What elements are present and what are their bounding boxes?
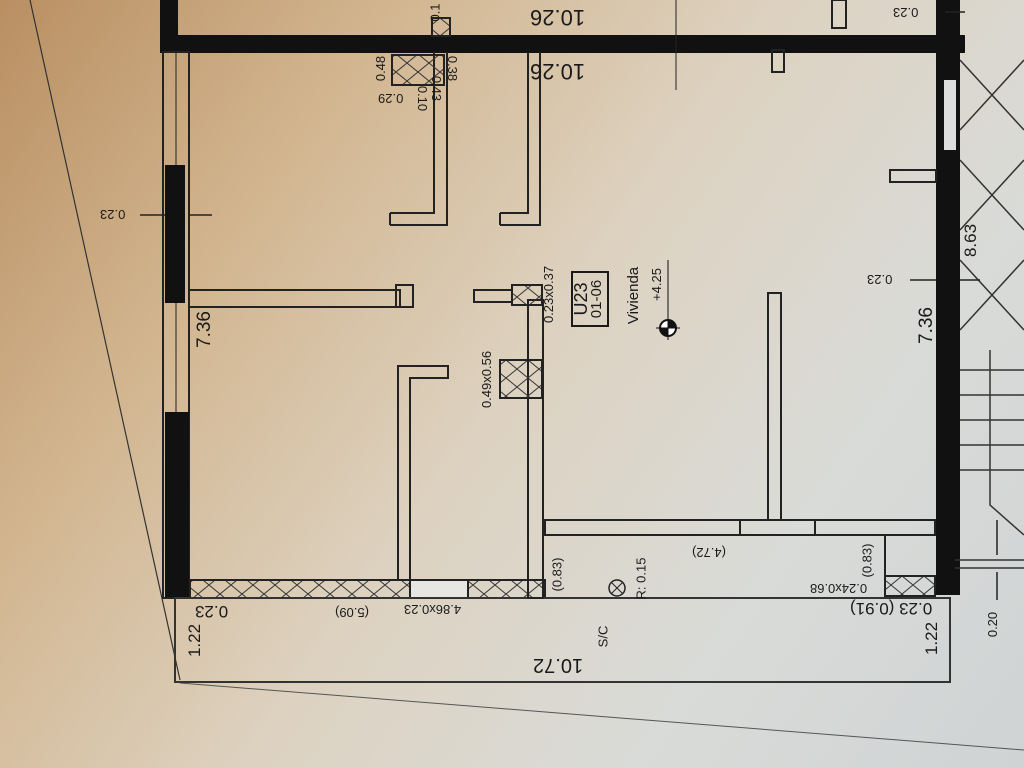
vent-left-size: 4.86x0.23 (404, 602, 462, 617)
radius-label: R: 0.15 (633, 557, 649, 600)
shaft-dim: 0.48 (373, 55, 389, 82)
dim-top-small: 0.1 (427, 3, 443, 22)
dim-122-left: 1.22 (185, 623, 205, 658)
shaft-dim: 0.38 (445, 55, 461, 82)
drain-icon (608, 579, 626, 597)
wall-bottom-hatched (189, 579, 546, 599)
dim-stair: 8.63 (961, 223, 981, 258)
level-marker-icon (656, 260, 680, 340)
unit-number: 01-06 (588, 279, 605, 319)
unit-tag: U23 01-06 (571, 271, 609, 327)
dim-020: 0.20 (985, 611, 1001, 638)
dim-left-wall: 0.23 (100, 207, 126, 222)
dim-472: (4.72) (692, 545, 726, 560)
dim-right-wall: 0.23 (867, 272, 893, 287)
dim-top-inner: 10.26 (530, 59, 586, 84)
dim-509: (5.09) (335, 605, 369, 620)
column-b-size: 0.49x0.56 (479, 350, 495, 409)
unit-type: Vivienda (625, 266, 643, 325)
shaft-dim: 0.29 (378, 91, 404, 106)
dim-balcony: 10.72 (533, 654, 584, 676)
dim-left-height: 7.36 (193, 311, 215, 348)
unit-code: U23 (571, 282, 591, 316)
vent-right-size: 0.24x0.68 (810, 581, 868, 596)
dim-122-right: 1.22 (922, 621, 942, 656)
column-a-size: 0.23x0.37 (541, 265, 557, 324)
balcony-label: S/C (595, 625, 611, 648)
dim-023-bottom-left: 0.23 (195, 602, 229, 621)
shaft-dim: 0.10 (415, 85, 431, 112)
dim-top-outer: 10.26 (530, 5, 586, 30)
dim-083-right: (0.83) (859, 543, 875, 578)
balcony-outline (174, 597, 951, 683)
dim-right-height: 7.36 (915, 307, 937, 344)
shaft-dim: 0.43 (429, 75, 445, 102)
dim-right-bottom: 0.23 (0.91) (850, 599, 933, 618)
dim-083-left: (0.83) (549, 557, 565, 592)
stairs (955, 59, 1024, 569)
dim-top-right: 0.23 (893, 5, 919, 20)
wall-top (160, 35, 965, 53)
level-value: +4.25 (648, 268, 664, 301)
